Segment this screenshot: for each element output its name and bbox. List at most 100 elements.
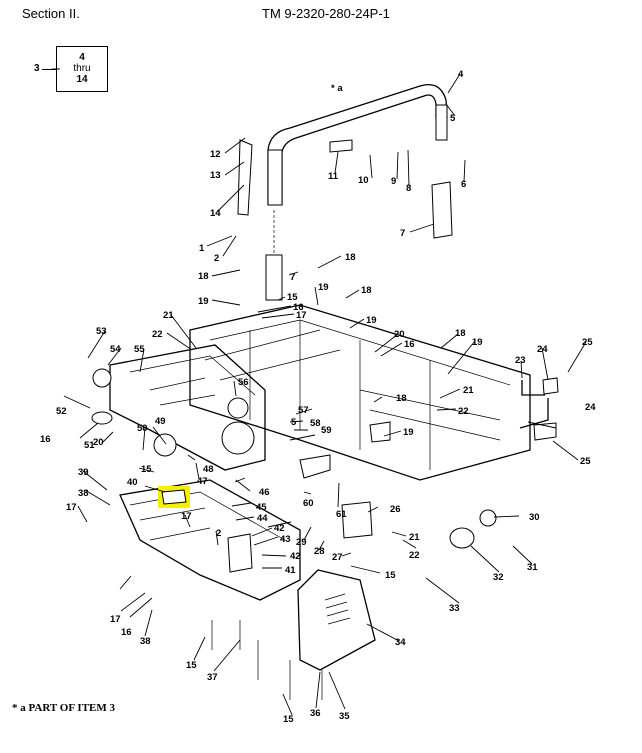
seat-box-bracket [227,397,249,419]
callout-18: 18 [455,328,466,339]
callout-54: 54 [110,344,121,355]
part-drawings [91,83,559,700]
lower-side-panel-detail [129,491,286,541]
callout-9: 9 [391,176,396,187]
ref-box-mid: thru [73,63,91,74]
ref-box-item: 3 [34,63,40,74]
callout-19: 19 [403,427,414,438]
part-54 [92,368,112,388]
bow-bracket [431,181,453,239]
callout-19: 19 [366,315,377,326]
bow-post [265,254,283,301]
callout-16: 16 [293,302,304,313]
bow-right-leg [435,104,448,141]
callout-leaders [52,68,587,716]
callout-51: 51 [84,440,95,451]
callout-25: 25 [580,456,591,467]
bow-strap [237,139,253,216]
callout-19: 19 [318,282,329,293]
callout-50: 50 [137,423,148,434]
callout-18: 18 [345,252,356,263]
callout-20: 20 [93,437,104,448]
callout-2: 2 [216,528,221,539]
callout-31: 31 [527,562,538,573]
callout-38: 38 [140,636,151,647]
ref-box-bottom: 14 [76,74,88,85]
seat-box-opening [221,421,255,455]
callout-8: 8 [406,183,411,194]
callout-15: 15 [186,660,197,671]
bow-left-leg [267,149,283,206]
part-23 [519,380,549,429]
bow-frame-inner [281,94,437,205]
part-19-block [369,421,391,443]
part-51 [91,411,113,425]
callout-48: 48 [203,464,214,475]
callout-46: 46 [259,487,270,498]
callout-42: 42 [290,551,301,562]
callout-24: 24 [585,402,596,413]
part-40 [161,489,187,505]
callout-24: 24 [537,344,548,355]
manual-number: TM 9-2320-280-24P-1 [262,6,390,21]
callout-7: 7 [400,228,405,239]
callout-17: 17 [66,502,77,513]
seat-box-detail [129,355,256,406]
part-32 [449,527,475,549]
callout-20: 20 [394,329,405,340]
callout-5: 5 [450,113,456,124]
callout-45: 45 [256,502,267,513]
callout-47: 47 [197,476,208,487]
callout-23: 23 [515,355,526,366]
callout-44: 44 [257,513,268,524]
callout-52: 52 [56,406,67,417]
leader-lines [52,68,587,716]
callout-13: 13 [210,170,221,181]
callout-21: 21 [463,385,474,396]
callout-22: 22 [409,550,420,561]
star-label: * a [331,83,343,94]
callout-33: 33 [449,603,460,614]
callout-61: 61 [336,509,347,520]
callout-18: 18 [396,393,407,404]
callout-27: 27 [332,552,343,563]
cab-panel-lines [204,329,501,441]
callout-10: 10 [358,175,369,186]
callout-28: 28 [314,546,325,557]
callout-53: 53 [96,326,107,337]
ref-box-leader [42,69,56,70]
callout-15: 15 [385,570,396,581]
ref-box-top: 4 [79,52,85,63]
callout-17: 17 [110,614,121,625]
seat-box [109,344,266,471]
lower-side-panel [119,479,301,601]
callout-34: 34 [395,637,406,648]
callout-36: 36 [310,708,321,719]
callout-42: 42 [274,523,285,534]
part-30 [479,509,497,527]
callout-17: 17 [181,511,192,522]
callout-22: 22 [458,406,469,417]
callout-1: 1 [199,243,205,254]
part-49 [153,433,177,457]
cab-body [189,304,531,481]
callout-7: 7 [290,272,295,283]
callout-41: 41 [285,565,296,576]
callout-21: 21 [163,310,174,321]
callout-57: 57 [298,405,309,416]
bow-frame [267,83,448,205]
part-43 [227,533,253,573]
callout-12: 12 [210,149,221,160]
callout-2: 2 [214,253,219,264]
bow-clamp [329,139,353,153]
callout-15: 15 [141,464,152,475]
callout-60: 60 [303,498,314,509]
callout-43: 43 [280,534,291,545]
callout-59: 59 [321,425,332,436]
callout-19: 19 [198,296,209,307]
callout-49: 49 [155,416,166,427]
callout-55: 55 [134,344,145,355]
callout-32: 32 [493,572,504,583]
callout-22: 22 [152,329,163,340]
callout-25: 25 [582,337,593,348]
